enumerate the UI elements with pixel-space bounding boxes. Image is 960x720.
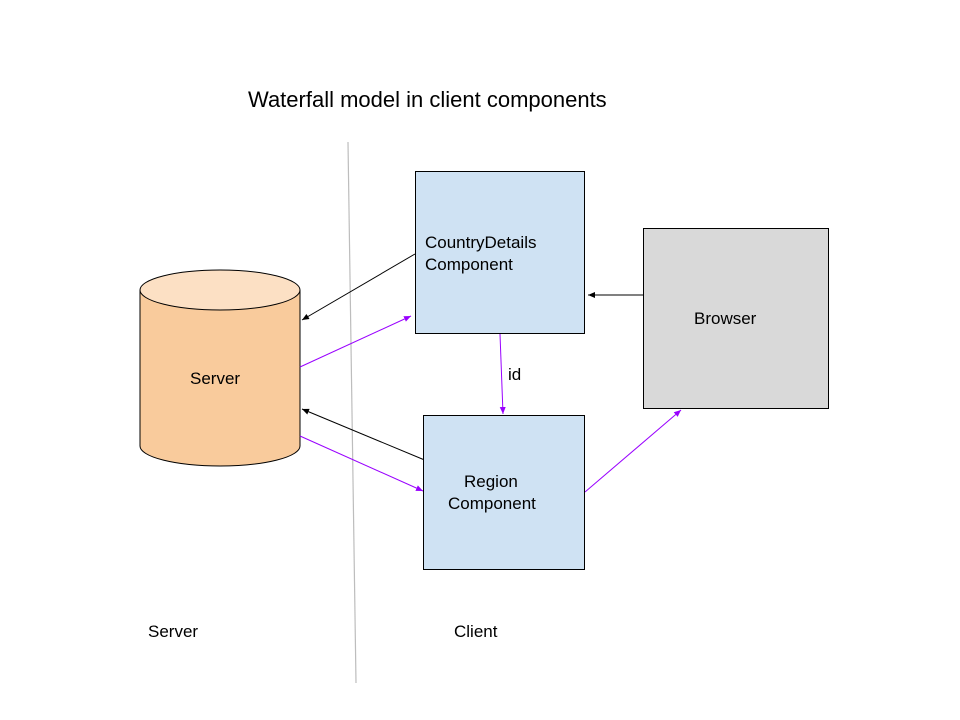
region-label-line1: Region (464, 472, 518, 491)
arrow-region-to-server (301, 408, 428, 462)
countrydetails-label-line2: Component (425, 255, 513, 274)
region-label-line2: Component (448, 494, 536, 513)
server-client-divider (347, 141, 357, 684)
arrow-server-to-countrydetails (299, 315, 412, 368)
arrow-countrydetails-to-server (301, 253, 416, 321)
zone-label-client: Client (454, 622, 498, 641)
countrydetails-label-line1: CountryDetails (425, 233, 537, 252)
arrow-server-to-region (299, 435, 424, 492)
arrow-countrydetails-to-region (499, 333, 506, 415)
browser-node (643, 228, 829, 409)
edge-label-id: id (508, 365, 522, 384)
diagram-title: Waterfall model in client components (248, 87, 607, 112)
zone-label-server: Server (148, 622, 199, 641)
server-database (139, 269, 301, 467)
countrydetails-component-node (415, 171, 585, 334)
arrow-region-to-browser (584, 409, 682, 493)
region-component-node (423, 415, 585, 570)
server-db-label: Server (190, 369, 241, 388)
browser-label: Browser (694, 309, 757, 328)
